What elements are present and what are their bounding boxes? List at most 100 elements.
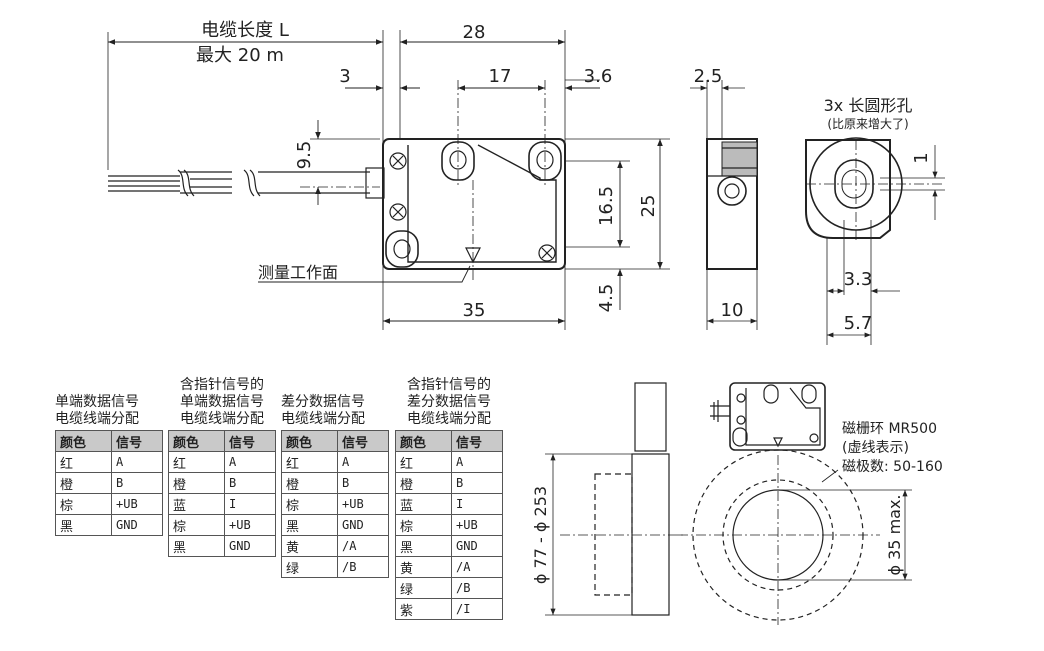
column-header: 信号: [224, 430, 276, 452]
table-caption: 电缆线端分配: [407, 411, 491, 427]
wire-color: 蓝: [395, 493, 452, 515]
dim-10: 10: [721, 300, 744, 321]
wire-color: 橙: [168, 472, 225, 494]
wire-color: 橙: [281, 472, 338, 494]
table-caption: 含指针信号的: [180, 377, 264, 393]
dim-2-5: 2.5: [694, 66, 723, 87]
wire-color: 橙: [55, 472, 112, 494]
signal-name: A: [224, 451, 276, 473]
dim-9-5: 9.5: [294, 141, 315, 170]
signal-name: GND: [111, 514, 163, 536]
signal-name: GND: [337, 514, 389, 536]
table-caption: 含指针信号的: [407, 377, 491, 393]
signal-name: +UB: [337, 493, 389, 515]
dim-25: 25: [638, 195, 659, 218]
table-row: 黄/A: [281, 535, 389, 557]
signal-name: /A: [451, 556, 503, 578]
wire-color: 黄: [395, 556, 452, 578]
wire-color: 绿: [281, 556, 338, 578]
signal-name: I: [224, 493, 276, 515]
table-caption: 单端数据信号: [55, 394, 139, 410]
table-row: 绿/B: [395, 577, 503, 599]
cable: [108, 167, 385, 199]
dim-5-7: 5.7: [844, 313, 873, 334]
table-row: 紫/I: [395, 598, 503, 620]
signal-name: A: [111, 451, 163, 473]
screw-icon: [389, 152, 407, 170]
wire-color: 黑: [55, 514, 112, 536]
dim-16-5: 16.5: [596, 186, 617, 226]
wire-color: 蓝: [168, 493, 225, 515]
dim-35: 35: [463, 300, 486, 321]
column-header: 颜色: [55, 430, 112, 452]
long-hole-note: (比原来增大了): [827, 117, 908, 131]
dim-3-3: 3.3: [844, 269, 873, 290]
ring-dashed-note: (虚线表示): [842, 440, 909, 456]
wire-color: 棕: [281, 493, 338, 515]
signal-name: B: [224, 472, 276, 494]
long-hole: [385, 230, 419, 268]
screw-icon: [389, 203, 407, 221]
dim-diameter-range: ϕ 77 - ϕ 253: [531, 486, 550, 584]
column-header: 颜色: [168, 430, 225, 452]
screw-icon: [538, 244, 556, 262]
table-row: 黄/A: [395, 556, 503, 578]
wire-color: 黑: [395, 535, 452, 557]
wire-color: 紫: [395, 598, 452, 620]
cable-length-label: 电缆长度 L: [201, 20, 289, 41]
dim-4-5: 4.5: [596, 284, 617, 313]
ring-side-view: [545, 382, 685, 616]
ring-name: 磁栅环 MR500: [842, 421, 937, 437]
signal-name: I: [451, 493, 503, 515]
column-header: 信号: [451, 430, 503, 452]
signal-name: B: [111, 472, 163, 494]
column-header: 颜色: [281, 430, 338, 452]
signal-name: /A: [337, 535, 389, 557]
signal-name: /B: [451, 577, 503, 599]
table-caption: 单端数据信号: [180, 394, 264, 410]
detail-view: [805, 137, 945, 345]
side-view: [690, 80, 758, 330]
signal-name: +UB: [111, 493, 163, 515]
table-caption: 差分数据信号: [407, 394, 491, 410]
dim-17: 17: [489, 66, 512, 87]
dim-1: 1: [911, 152, 932, 163]
table-row: 棕+UB: [395, 514, 503, 536]
column-header: 信号: [111, 430, 163, 452]
ring-poles: 磁极数: 50-160: [842, 459, 943, 475]
cable-length-max: 最大 20 m: [196, 45, 284, 66]
signal-name: A: [337, 451, 389, 473]
ring-front-view: [678, 382, 912, 625]
column-header: 信号: [337, 430, 389, 452]
wire-color: 红: [395, 451, 452, 473]
wire-color: 黑: [281, 514, 338, 536]
signal-name: /I: [451, 598, 503, 620]
table-caption: 电缆线端分配: [281, 411, 365, 427]
wire-color: 黑: [168, 535, 225, 557]
wire-color: 红: [281, 451, 338, 473]
signal-name: /B: [337, 556, 389, 578]
table-row: 棕+UB: [168, 514, 276, 536]
wire-color: 棕: [55, 493, 112, 515]
table-caption: 电缆线端分配: [180, 411, 264, 427]
dim-28: 28: [463, 22, 486, 43]
signal-name: GND: [224, 535, 276, 557]
signal-name: A: [451, 451, 503, 473]
